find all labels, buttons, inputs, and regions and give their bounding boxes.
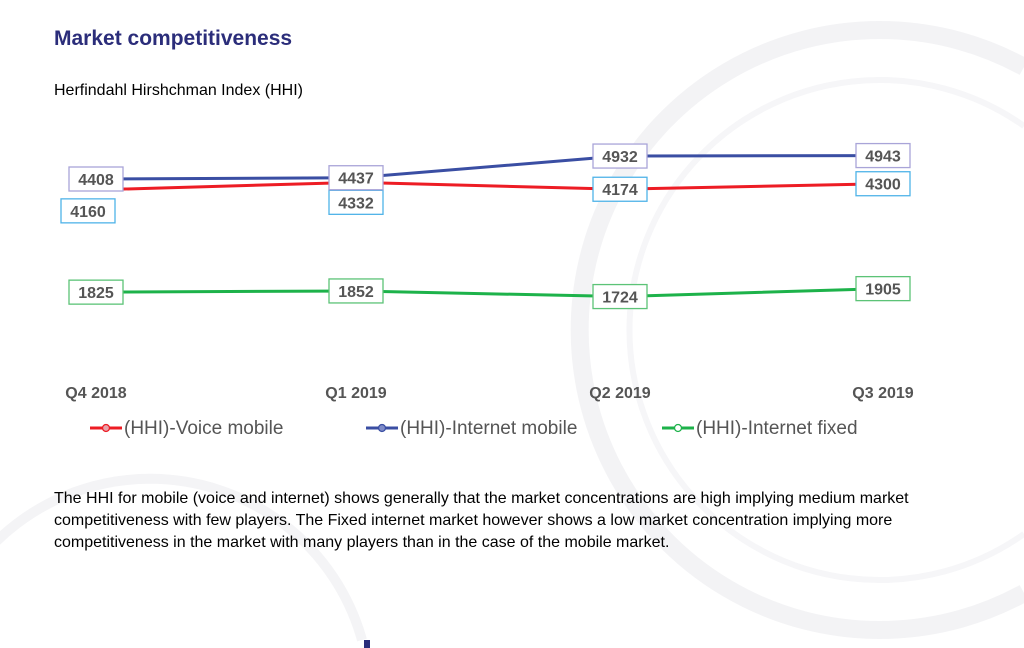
data-label: 4943 — [855, 142, 911, 169]
data-label: 4174 — [592, 176, 648, 202]
data-label: 1905 — [855, 275, 911, 302]
svg-text:4300: 4300 — [865, 177, 901, 194]
series-line-0 — [95, 180, 884, 192]
svg-text:4437: 4437 — [338, 171, 374, 188]
svg-text:4160: 4160 — [70, 204, 106, 221]
svg-text:(HHI)-Voice mobile: (HHI)-Voice mobile — [124, 418, 283, 439]
svg-text:4943: 4943 — [865, 149, 901, 166]
data-label: 4408 — [68, 166, 124, 192]
legend-marker-icon — [377, 423, 387, 433]
svg-text:4408: 4408 — [78, 172, 114, 189]
series-line-2 — [95, 287, 884, 299]
data-label: 1825 — [68, 279, 124, 305]
legend-item: (HHI)-Internet mobile — [366, 418, 577, 439]
legend-marker-icon — [673, 423, 683, 433]
data-label: 1724 — [592, 283, 648, 310]
data-label: 4160 — [60, 198, 116, 224]
svg-text:4332: 4332 — [338, 195, 374, 212]
svg-text:(HHI)-Internet fixed: (HHI)-Internet fixed — [696, 418, 858, 439]
svg-text:4932: 4932 — [602, 149, 638, 166]
svg-text:1905: 1905 — [865, 282, 901, 299]
legend-marker-icon — [101, 423, 111, 433]
svg-text:1825: 1825 — [78, 285, 114, 302]
legend-item: (HHI)-Internet fixed — [662, 418, 858, 439]
description-paragraph: The HHI for mobile (voice and internet) … — [54, 490, 909, 551]
x-tick-label: Q4 2018 — [65, 385, 126, 402]
data-label: 4932 — [592, 143, 648, 169]
x-tick-label: Q1 2019 — [325, 385, 386, 402]
line-chart: 4160 4332 4174 4300 4408 4437 4932 4943 1825 1852… — [60, 142, 914, 439]
series-line-1 — [95, 154, 884, 181]
x-tick-label: Q2 2019 — [589, 385, 650, 402]
data-label: 4300 — [855, 171, 911, 197]
svg-text:(HHI)-Internet mobile: (HHI)-Internet mobile — [400, 418, 577, 439]
svg-text:1852: 1852 — [338, 284, 374, 301]
legend-item: (HHI)-Voice mobile — [90, 418, 283, 439]
data-label: 4437 — [328, 165, 384, 191]
chart-title: Herfindahl Hirshchman Index (HHI) — [54, 82, 303, 99]
svg-text:4174: 4174 — [602, 182, 638, 199]
page-title: Market competitiveness — [54, 27, 293, 50]
data-label: 1852 — [328, 278, 384, 304]
data-label: 4332 — [328, 189, 384, 215]
footer-mark — [364, 640, 370, 648]
svg-text:1724: 1724 — [602, 290, 638, 307]
x-tick-label: Q3 2019 — [852, 385, 913, 402]
